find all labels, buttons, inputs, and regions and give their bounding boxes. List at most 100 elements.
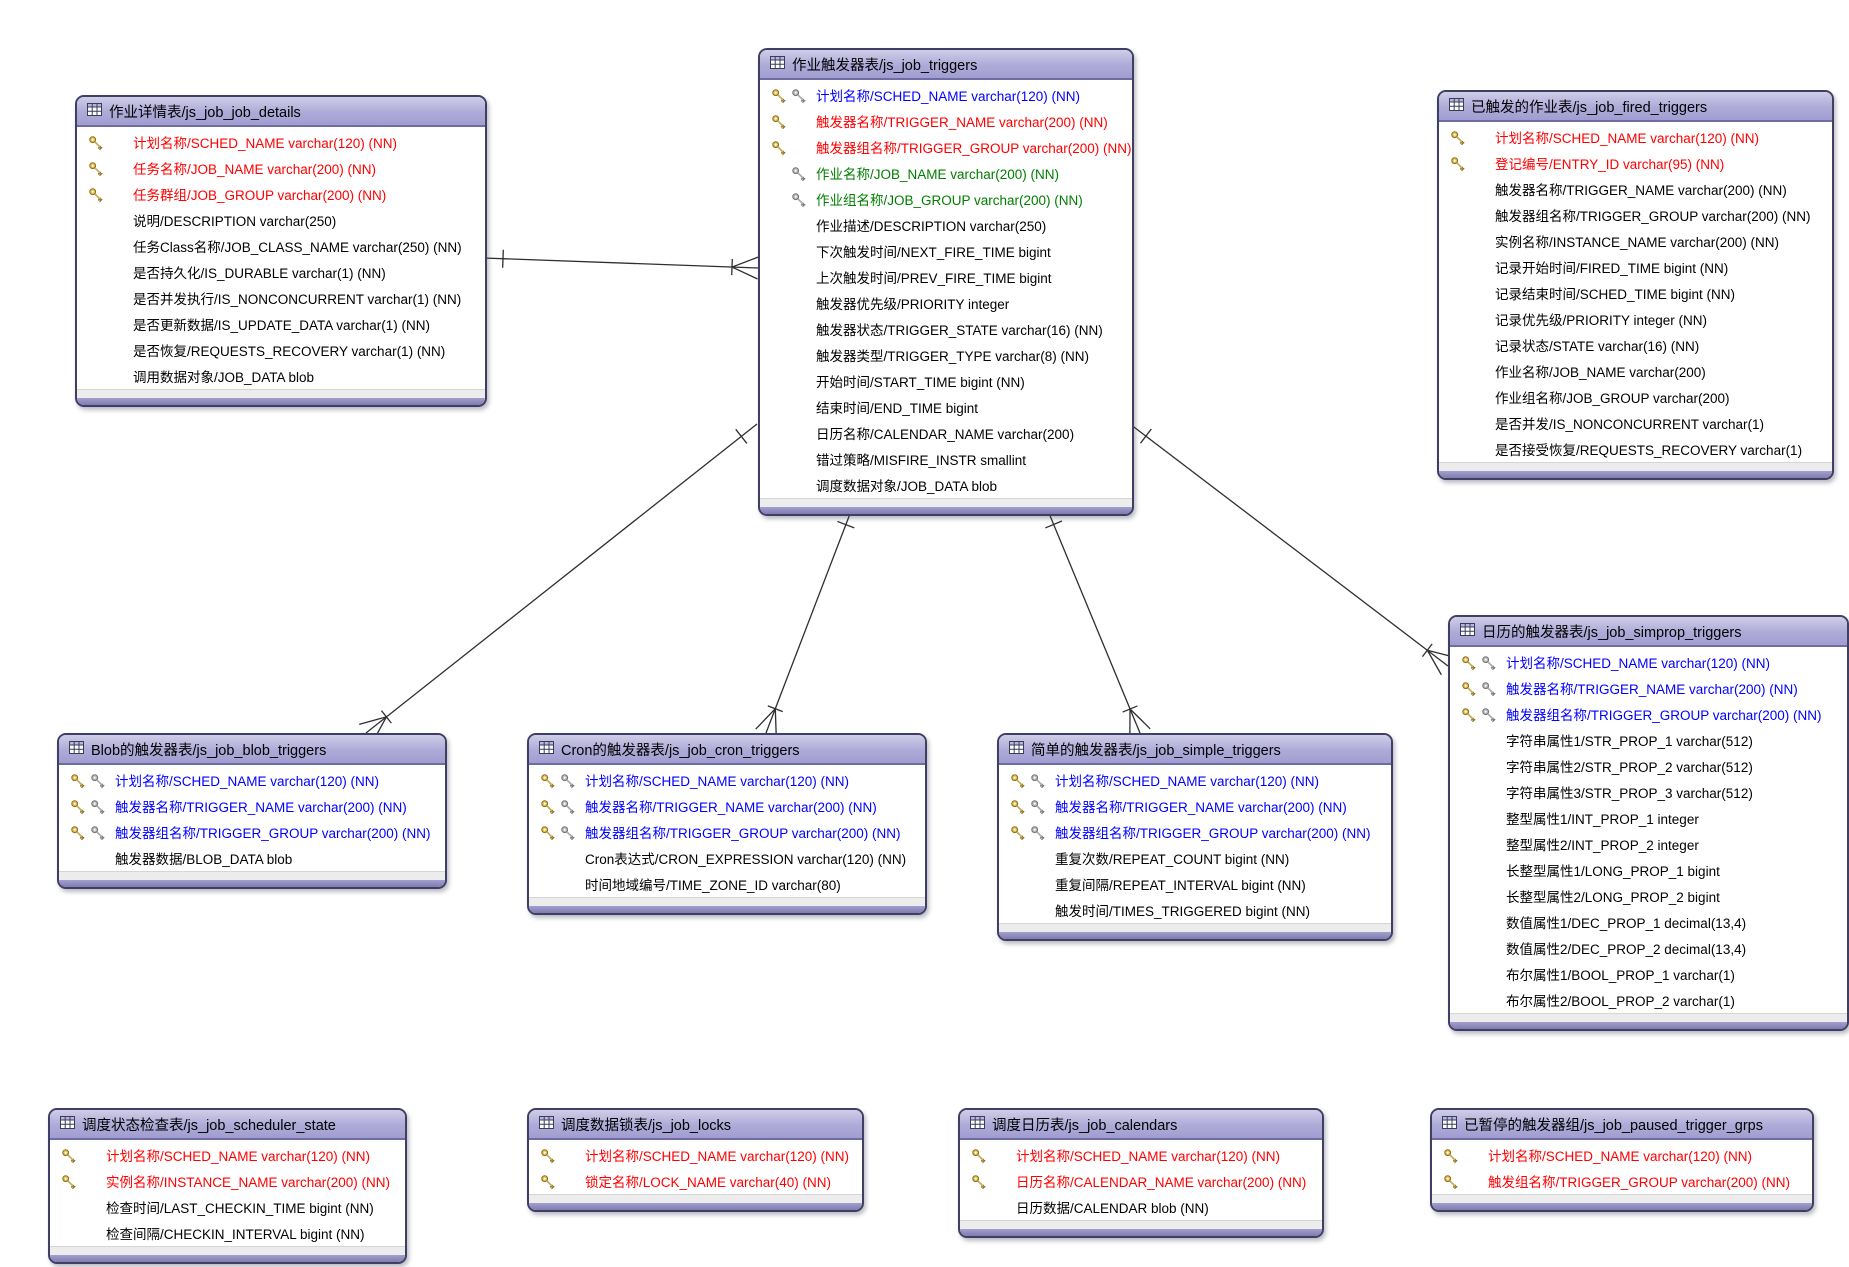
table-title: 已暂停的触发器组/js_job_paused_trigger_grps bbox=[1464, 1117, 1763, 1134]
gold-key-slot bbox=[1458, 655, 1478, 670]
field-text: 结束时间/END_TIME bigint bbox=[816, 401, 979, 416]
table-footer-bar bbox=[50, 1255, 405, 1262]
field-row: 结束时间/END_TIME bigint bbox=[760, 394, 1132, 420]
table-footer-bar bbox=[1450, 1022, 1847, 1029]
field-row: 触发器组名称/TRIGGER_GROUP varchar(200) (NN) bbox=[529, 819, 925, 845]
field-text: 记录状态/STATE varchar(16) (NN) bbox=[1495, 339, 1700, 354]
table-js_job_simprop_triggers[interactable]: 日历的触发器表/js_job_simprop_triggers 计划名称/SCHE… bbox=[1448, 615, 1849, 1031]
table-field-list: 计划名称/SCHED_NAME varchar(120) (NN)触发器名称/T… bbox=[1450, 647, 1847, 1013]
gold-key-slot bbox=[1440, 1148, 1460, 1163]
relation-line-triggers-to-blob-triggers bbox=[365, 423, 758, 734]
table-title-bar[interactable]: Cron的触发器表/js_job_cron_triggers bbox=[529, 735, 925, 765]
gray-key-slot bbox=[1478, 707, 1498, 722]
table-title-bar[interactable]: 作业触发器表/js_job_triggers bbox=[760, 50, 1132, 80]
field-row: 重复间隔/REPEAT_INTERVAL bigint (NN) bbox=[999, 871, 1391, 897]
field-row: 触发器类型/TRIGGER_TYPE varchar(8) (NN) bbox=[760, 342, 1132, 368]
table-title-bar[interactable]: 调度日历表/js_job_calendars bbox=[960, 1110, 1322, 1140]
field-row: 触发器组名称/TRIGGER_GROUP varchar(200) (NN) bbox=[760, 134, 1132, 160]
field-row: 检查时间/LAST_CHECKIN_TIME bigint (NN) bbox=[50, 1194, 405, 1220]
gray-key-icon bbox=[90, 799, 104, 814]
table-js_job_simple_triggers[interactable]: 简单的触发器表/js_job_simple_triggers 计划名称/SCHED… bbox=[997, 733, 1393, 941]
table-title: 简单的触发器表/js_job_simple_triggers bbox=[1031, 742, 1281, 759]
table-title-bar[interactable]: 作业详情表/js_job_job_details bbox=[77, 97, 485, 127]
gold-key-icon bbox=[771, 114, 785, 129]
field-text: 重复次数/REPEAT_COUNT bigint (NN) bbox=[1055, 852, 1290, 867]
field-text: 任务Class名称/JOB_CLASS_NAME varchar(250) (N… bbox=[133, 240, 462, 255]
field-row: 计划名称/SCHED_NAME varchar(120) (NN) bbox=[1450, 649, 1847, 675]
gold-key-icon bbox=[1461, 681, 1475, 696]
field-text: 触发器组名称/TRIGGER_GROUP varchar(200) (NN) bbox=[1055, 826, 1371, 841]
field-row: 计划名称/SCHED_NAME varchar(120) (NN) bbox=[960, 1142, 1322, 1168]
field-row: 开始时间/START_TIME bigint (NN) bbox=[760, 368, 1132, 394]
gold-key-slot bbox=[768, 88, 788, 103]
table-icon bbox=[1460, 622, 1475, 640]
table-field-list: 计划名称/SCHED_NAME varchar(120) (NN)触发组名称/T… bbox=[1432, 1140, 1812, 1194]
table-field-list: 计划名称/SCHED_NAME varchar(120) (NN)锁定名称/LO… bbox=[529, 1140, 862, 1194]
table-title-bar[interactable]: 已暂停的触发器组/js_job_paused_trigger_grps bbox=[1432, 1110, 1812, 1140]
field-text: 时间地域编号/TIME_ZONE_ID varchar(80) bbox=[585, 878, 841, 893]
field-row: 是否持久化/IS_DURABLE varchar(1) (NN) bbox=[77, 259, 485, 285]
gray-key-slot bbox=[788, 166, 808, 181]
table-title-bar[interactable]: 日历的触发器表/js_job_simprop_triggers bbox=[1450, 617, 1847, 647]
table-icon bbox=[770, 55, 785, 69]
gray-key-icon bbox=[560, 799, 574, 814]
field-row: 记录开始时间/FIRED_TIME bigint (NN) bbox=[1439, 254, 1832, 280]
table-icon bbox=[1449, 97, 1464, 115]
gold-key-icon bbox=[1450, 156, 1464, 171]
field-row: 作业名称/JOB_NAME varchar(200) (NN) bbox=[760, 160, 1132, 186]
table-field-list: 计划名称/SCHED_NAME varchar(120) (NN)登记编号/EN… bbox=[1439, 122, 1832, 462]
table-footer bbox=[59, 871, 445, 880]
gold-key-icon bbox=[61, 1148, 75, 1163]
field-text: 触发器数据/BLOB_DATA blob bbox=[115, 852, 293, 867]
field-text: 是否持久化/IS_DURABLE varchar(1) (NN) bbox=[133, 266, 386, 281]
field-row: 触发器组名称/TRIGGER_GROUP varchar(200) (NN) bbox=[1439, 202, 1832, 228]
gold-key-icon bbox=[70, 773, 84, 788]
gold-key-icon bbox=[1461, 707, 1475, 722]
field-text: 日历名称/CALENDAR_NAME varchar(200) bbox=[816, 427, 1075, 442]
field-text: 登记编号/ENTRY_ID varchar(95) (NN) bbox=[1495, 157, 1725, 172]
table-icon bbox=[539, 740, 554, 758]
table-js_job_paused_trigger_grps[interactable]: 已暂停的触发器组/js_job_paused_trigger_grps 计划名称/… bbox=[1430, 1108, 1814, 1212]
table-title-bar[interactable]: 已触发的作业表/js_job_fired_triggers bbox=[1439, 92, 1832, 122]
gold-key-icon bbox=[1010, 773, 1024, 788]
field-row: 计划名称/SCHED_NAME varchar(120) (NN) bbox=[999, 767, 1391, 793]
field-text: 调用数据对象/JOB_DATA blob bbox=[133, 370, 315, 385]
gold-key-icon bbox=[540, 799, 554, 814]
field-text: 触发器优先级/PRIORITY integer bbox=[816, 297, 1010, 312]
field-row: 字符串属性1/STR_PROP_1 varchar(512) bbox=[1450, 727, 1847, 753]
field-row: 计划名称/SCHED_NAME varchar(120) (NN) bbox=[529, 1142, 862, 1168]
gold-key-icon bbox=[70, 825, 84, 840]
gold-key-icon bbox=[1450, 130, 1464, 145]
table-field-list: 计划名称/SCHED_NAME varchar(120) (NN)触发器名称/T… bbox=[529, 765, 925, 897]
table-footer-bar bbox=[960, 1229, 1322, 1236]
table-icon bbox=[1449, 97, 1464, 111]
table-title: 日历的触发器表/js_job_simprop_triggers bbox=[1482, 624, 1742, 641]
field-row: 日历名称/CALENDAR_NAME varchar(200) bbox=[760, 420, 1132, 446]
table-footer-bar bbox=[999, 932, 1391, 939]
table-title-bar[interactable]: 简单的触发器表/js_job_simple_triggers bbox=[999, 735, 1391, 765]
table-field-list: 计划名称/SCHED_NAME varchar(120) (NN)实例名称/IN… bbox=[50, 1140, 405, 1246]
gold-key-icon bbox=[1461, 655, 1475, 670]
field-text: 计划名称/SCHED_NAME varchar(120) (NN) bbox=[1506, 656, 1771, 671]
field-row: 触发器状态/TRIGGER_STATE varchar(16) (NN) bbox=[760, 316, 1132, 342]
field-text: 检查时间/LAST_CHECKIN_TIME bigint (NN) bbox=[106, 1201, 374, 1216]
gold-key-slot bbox=[85, 161, 105, 176]
table-title-bar[interactable]: 调度数据锁表/js_job_locks bbox=[529, 1110, 862, 1140]
field-row: 数值属性1/DEC_PROP_1 decimal(13,4) bbox=[1450, 909, 1847, 935]
field-text: 整型属性1/INT_PROP_1 integer bbox=[1506, 812, 1699, 827]
table-title-bar[interactable]: Blob的触发器表/js_job_blob_triggers bbox=[59, 735, 445, 765]
gray-key-slot bbox=[557, 799, 577, 814]
table-icon bbox=[770, 55, 785, 73]
table-title-bar[interactable]: 调度状态检查表/js_job_scheduler_state bbox=[50, 1110, 405, 1140]
gray-key-slot bbox=[1027, 799, 1047, 814]
field-text: 任务群组/JOB_GROUP varchar(200) (NN) bbox=[133, 188, 387, 203]
